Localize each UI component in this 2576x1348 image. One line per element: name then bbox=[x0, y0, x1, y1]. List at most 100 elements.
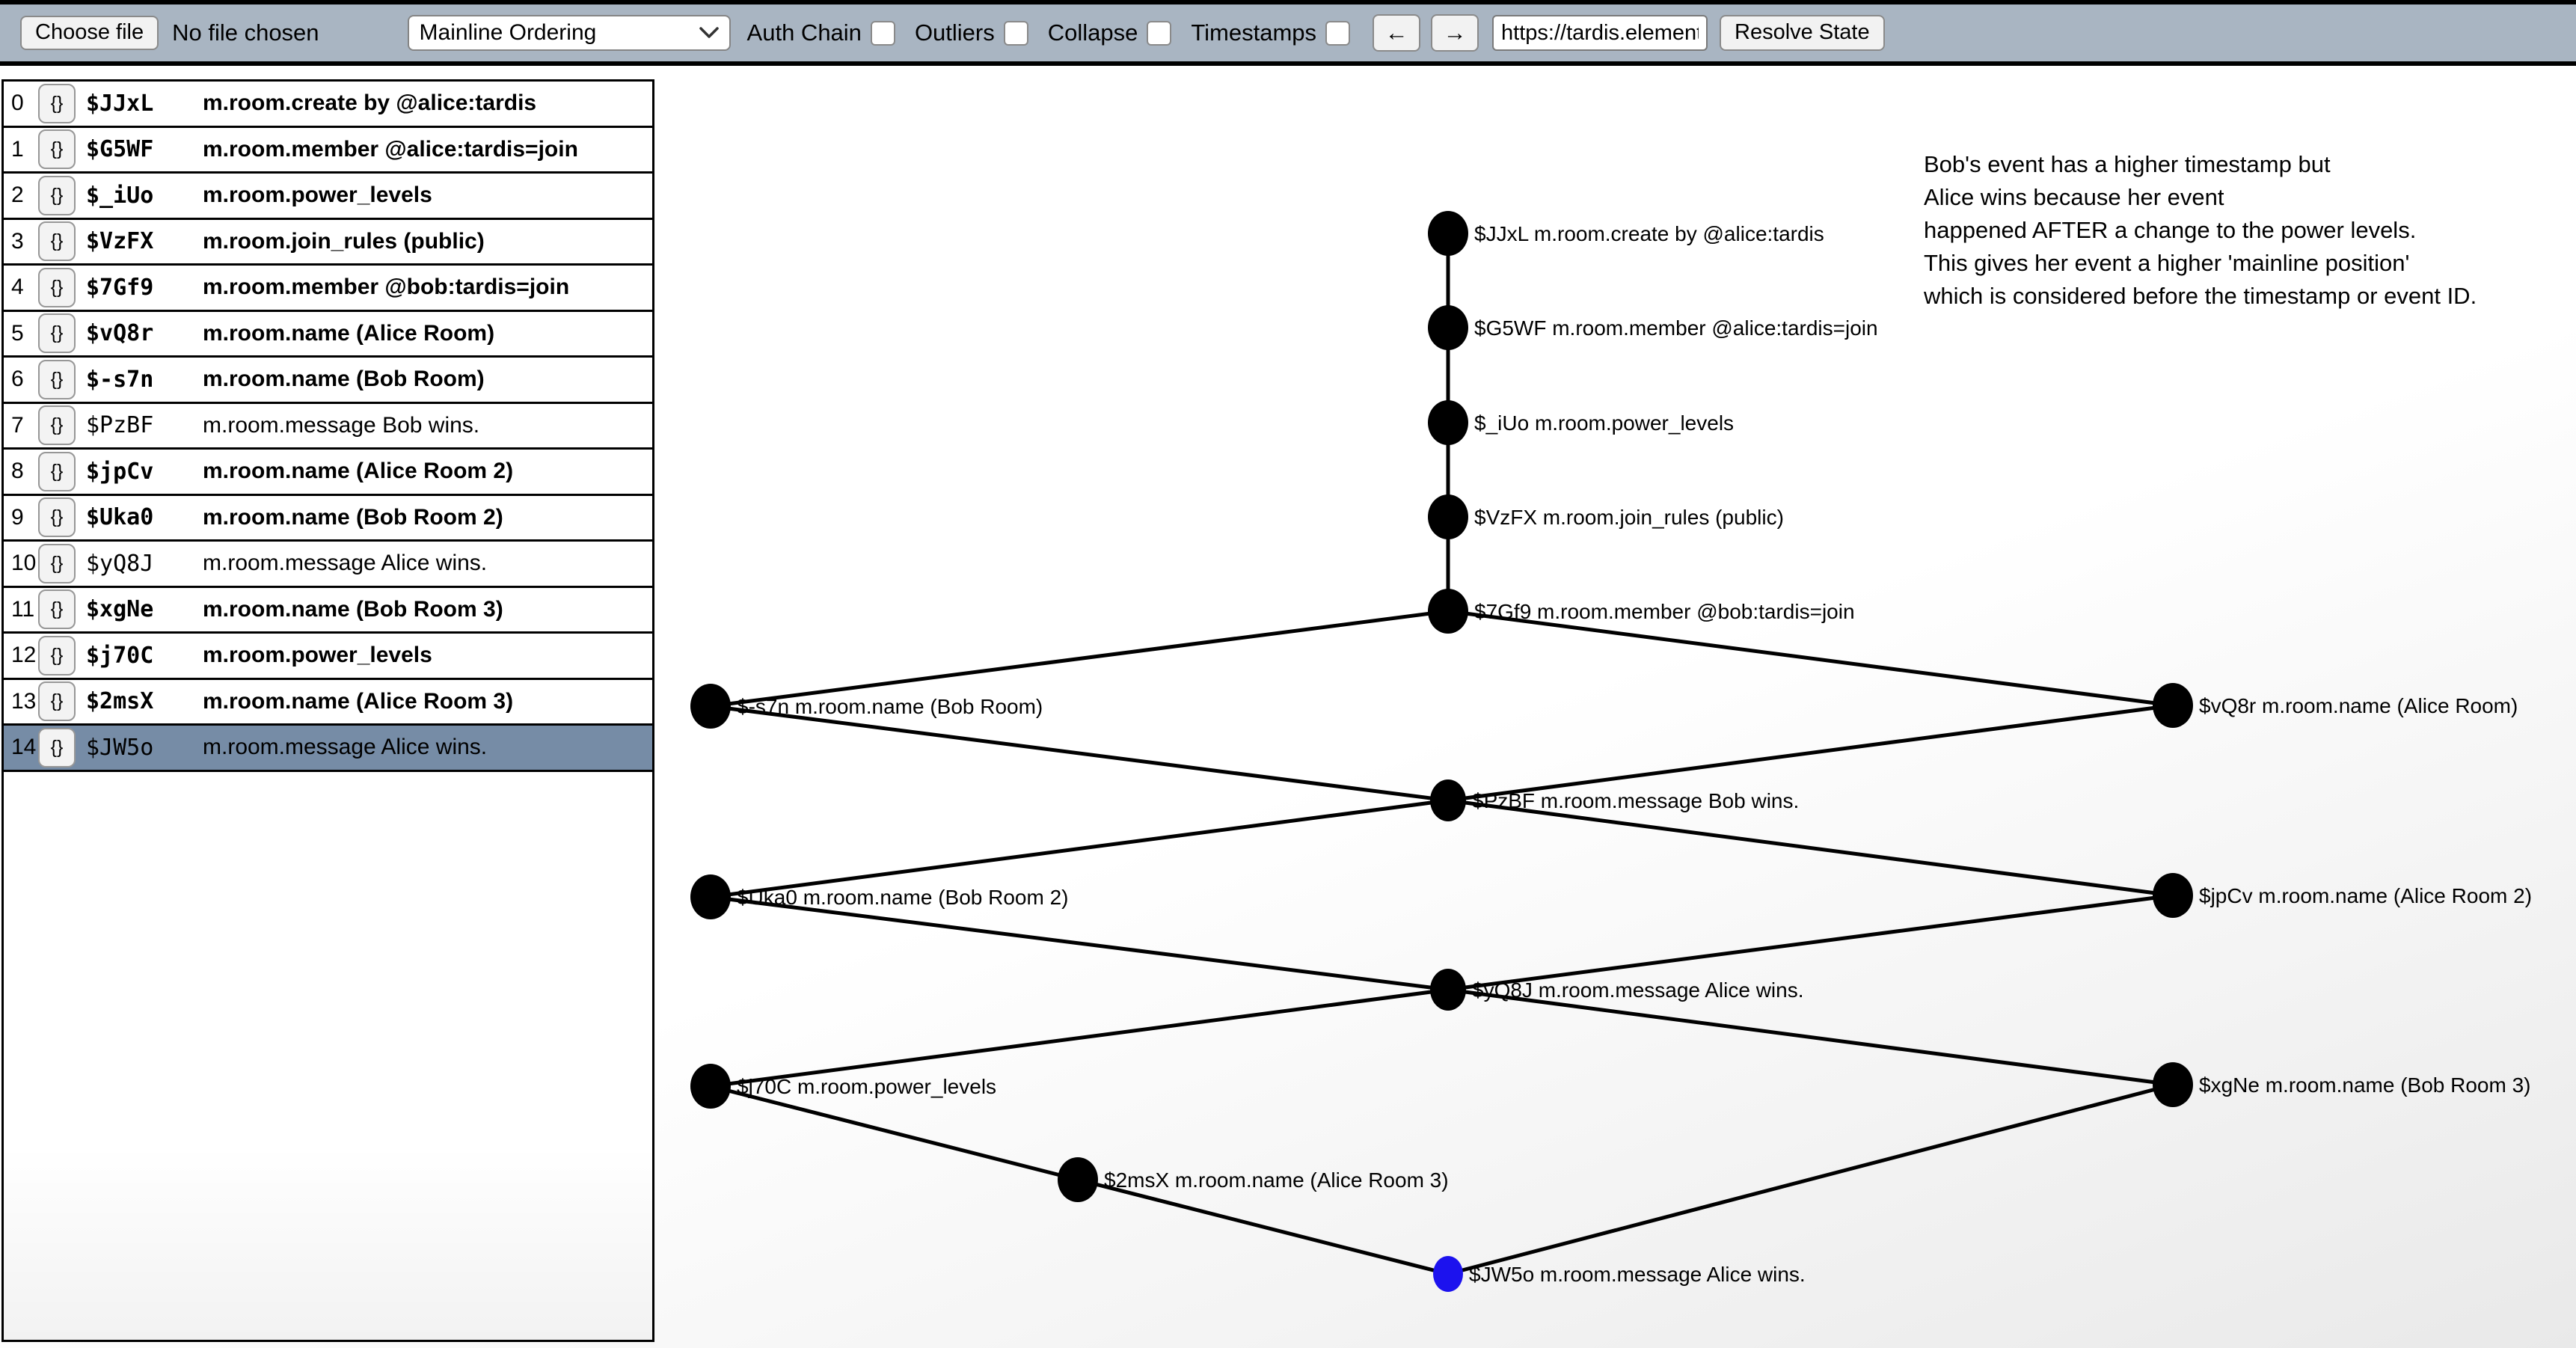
braces-button[interactable]: {} bbox=[38, 83, 76, 123]
dag-edge bbox=[710, 704, 1449, 803]
event-index: 8 bbox=[11, 459, 24, 484]
dag-edge bbox=[710, 987, 1449, 1088]
event-id: $PzBF bbox=[86, 412, 154, 439]
dag-edge bbox=[1447, 987, 2174, 1087]
dag-node[interactable] bbox=[2153, 683, 2193, 728]
event-index: 10 bbox=[11, 551, 37, 576]
collapse-label: Collapse bbox=[1047, 19, 1138, 46]
file-status-text: No file chosen bbox=[172, 19, 319, 46]
event-index: 6 bbox=[11, 367, 24, 392]
toolbar: Choose file No file chosen Mainline Orde… bbox=[0, 0, 2576, 66]
dag-node-label: $7Gf9 m.room.member @bob:tardis=join bbox=[1474, 600, 1855, 623]
braces-button[interactable]: {} bbox=[38, 175, 76, 215]
dag-edge bbox=[1447, 893, 2174, 992]
dag-node[interactable] bbox=[1430, 779, 1466, 821]
event-index: 5 bbox=[11, 320, 24, 346]
dag-node[interactable] bbox=[1428, 589, 1468, 634]
event-row[interactable]: 5 {} $vQ8r m.room.name (Alice Room) bbox=[4, 312, 652, 358]
resolve-state-button[interactable]: Resolve State bbox=[1720, 15, 1885, 51]
url-input[interactable] bbox=[1492, 15, 1708, 51]
dag-edge bbox=[1077, 1177, 1449, 1276]
dag-node[interactable] bbox=[1430, 969, 1466, 1011]
outliers-checkbox[interactable] bbox=[1003, 20, 1028, 46]
braces-button[interactable]: {} bbox=[38, 129, 76, 170]
auth-chain-checkbox[interactable] bbox=[870, 20, 895, 46]
braces-button[interactable]: {} bbox=[38, 405, 76, 446]
dag-node-label: $j70C m.room.power_levels bbox=[737, 1075, 996, 1098]
braces-button[interactable]: {} bbox=[38, 221, 76, 262]
braces-button[interactable]: {} bbox=[38, 635, 76, 675]
dag-edge bbox=[1447, 1082, 2174, 1276]
event-index: 0 bbox=[11, 91, 24, 116]
dag-edge bbox=[1447, 609, 2174, 708]
braces-button[interactable]: {} bbox=[38, 313, 76, 354]
annotation-line: which is considered before the timestamp… bbox=[1924, 283, 2477, 309]
event-index: 1 bbox=[11, 136, 24, 162]
dag-node[interactable] bbox=[690, 684, 731, 729]
event-id: $yQ8J bbox=[86, 550, 154, 577]
timestamps-label: Timestamps bbox=[1191, 19, 1317, 46]
dag-node[interactable] bbox=[690, 1064, 731, 1109]
dag-node[interactable] bbox=[2153, 873, 2193, 918]
dag-edge bbox=[1447, 703, 2174, 803]
dag-edge bbox=[1447, 798, 2174, 898]
dag-node-label: $-s7n m.room.name (Bob Room) bbox=[737, 695, 1043, 718]
braces-button[interactable]: {} bbox=[38, 267, 76, 307]
event-id: $vQ8r bbox=[86, 320, 154, 347]
event-desc: m.room.name (Alice Room) bbox=[203, 320, 495, 346]
dag-node[interactable] bbox=[1428, 211, 1468, 256]
dag-node[interactable] bbox=[1058, 1157, 1098, 1202]
event-id: $Uka0 bbox=[86, 504, 154, 531]
dag-edge bbox=[710, 1084, 1079, 1182]
dag-node[interactable] bbox=[690, 874, 731, 919]
collapse-checkbox[interactable] bbox=[1147, 20, 1172, 46]
braces-button[interactable]: {} bbox=[38, 543, 76, 583]
event-id: $xgNe bbox=[86, 596, 154, 623]
back-button[interactable]: ← bbox=[1373, 14, 1421, 52]
event-index: 11 bbox=[11, 596, 35, 622]
dag-node[interactable] bbox=[1433, 1256, 1463, 1292]
dag-node[interactable] bbox=[1428, 305, 1468, 350]
event-desc: m.room.member @bob:tardis=join bbox=[203, 275, 570, 300]
ordering-select[interactable]: Mainline Ordering bbox=[407, 15, 731, 51]
dag-node[interactable] bbox=[2153, 1062, 2193, 1107]
event-desc: m.room.name (Bob Room) bbox=[203, 367, 485, 392]
timestamps-checkbox[interactable] bbox=[1325, 20, 1351, 46]
braces-button[interactable]: {} bbox=[38, 589, 76, 630]
event-id: $_iUo bbox=[86, 182, 154, 209]
dag-node-label: $Uka0 m.room.name (Bob Room 2) bbox=[737, 886, 1069, 909]
event-desc: m.room.power_levels bbox=[203, 183, 432, 208]
auth-chain-label: Auth Chain bbox=[746, 19, 862, 46]
outliers-label: Outliers bbox=[914, 19, 995, 46]
event-id: $2msX bbox=[86, 688, 154, 715]
dag-node[interactable] bbox=[1428, 400, 1468, 445]
annotation-line: This gives her event a higher 'mainline … bbox=[1924, 250, 2410, 276]
forward-button[interactable]: → bbox=[1431, 14, 1479, 52]
braces-button[interactable]: {} bbox=[38, 681, 76, 722]
braces-button[interactable]: {} bbox=[38, 727, 76, 768]
braces-button[interactable]: {} bbox=[38, 359, 76, 399]
dag-node[interactable] bbox=[1428, 494, 1468, 539]
annotation-text: Bob's event has a higher timestamp but A… bbox=[1924, 148, 2477, 313]
braces-button[interactable]: {} bbox=[38, 451, 76, 491]
event-index: 12 bbox=[11, 643, 37, 668]
braces-button[interactable]: {} bbox=[38, 497, 76, 538]
choose-file-button[interactable]: Choose file bbox=[20, 16, 159, 50]
event-id: $JJxL bbox=[86, 90, 154, 117]
event-desc: m.room.power_levels bbox=[203, 643, 432, 668]
